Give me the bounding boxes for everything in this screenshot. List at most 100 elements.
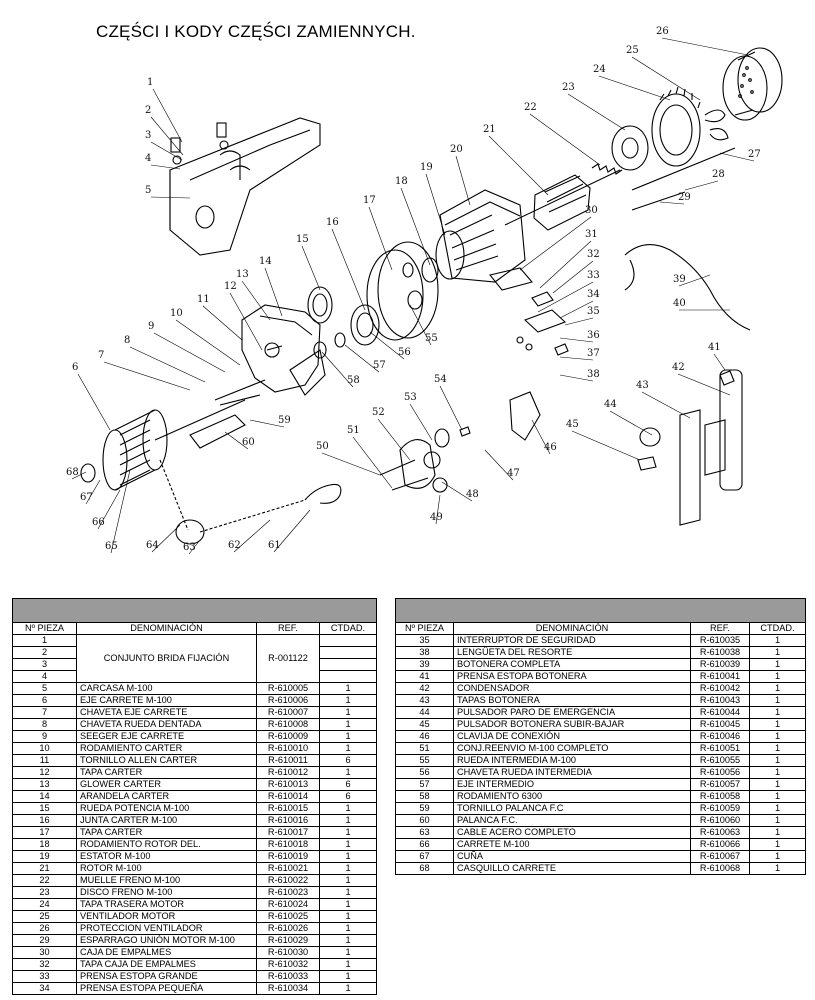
callout-leader-line	[129, 346, 206, 383]
callout-19: 19	[420, 162, 446, 236]
cell-name: ROTOR M-100	[76, 862, 257, 875]
callout-66: 66	[92, 489, 121, 530]
callout-leader-line	[188, 539, 201, 555]
cell-piece: 39	[395, 658, 454, 671]
col-header-ref: REF.	[256, 622, 320, 635]
cell-ref: R-610026	[256, 922, 320, 935]
cell-qty: 1	[749, 706, 806, 719]
callout-number: 13	[236, 269, 249, 280]
callout-number: 18	[395, 176, 408, 187]
callout-leader-line	[249, 419, 285, 428]
cell-qty: 1	[749, 646, 806, 659]
cell-piece: 9	[12, 730, 77, 743]
gear-parts	[307, 286, 380, 359]
page-title: CZĘŚCI I KODY CZĘŚCI ZAMIENNYCH.	[96, 22, 416, 41]
cell-qty: 1	[319, 898, 377, 911]
cell-qty: 1	[319, 934, 377, 947]
callout-number: 46	[544, 442, 557, 453]
table-header-band	[395, 598, 806, 623]
callout-leader-line	[71, 471, 87, 480]
cell-piece: 43	[395, 694, 454, 707]
callout-leader-line	[241, 280, 271, 321]
callout-leader-line	[559, 337, 594, 343]
cell-name: LENGÜETA DEL RESORTE	[453, 646, 691, 659]
cell-ref: R-610021	[256, 862, 320, 875]
callout-15: 15	[296, 234, 321, 291]
cell-piece: 59	[395, 802, 454, 815]
cell-ref: R-610022	[256, 874, 320, 887]
cell-name: TORNILLO PALANCA F.C	[453, 802, 691, 815]
cell-name: TAPA CARTER	[76, 826, 257, 839]
stator-part	[435, 189, 526, 283]
callout-57: 57	[344, 344, 386, 373]
callout-23: 23	[562, 82, 626, 131]
cell-ref: R-610008	[256, 718, 320, 731]
cell-ref: R-610045	[690, 718, 750, 731]
cell-name: CARCASA M-100	[76, 682, 257, 695]
cell-name: ESTATOR M-100	[76, 850, 257, 863]
callout-number: 44	[604, 399, 617, 410]
cell-name: CAJA DE EMPALMES	[76, 946, 257, 959]
cell-qty: 1	[749, 802, 806, 815]
cell-ref: R-610042	[690, 682, 750, 695]
callout-number: 29	[678, 192, 691, 203]
cell-qty: 1	[319, 742, 377, 755]
callout-leader-line	[529, 113, 601, 166]
cell-piece: 24	[12, 898, 77, 911]
callout-leader-line	[488, 135, 549, 196]
cell-piece: 45	[395, 718, 454, 731]
cell-piece: 67	[395, 850, 454, 863]
cell-name: RUEDA INTERMEDIA M-100	[453, 754, 691, 767]
cell-ref: R-610024	[256, 898, 320, 911]
cell-ref: R-610035	[690, 634, 750, 647]
callout-26: 26	[656, 26, 749, 56]
cell-ref: R-610034	[256, 982, 320, 995]
cell-piece: 33	[12, 970, 77, 983]
callout-number: 41	[708, 342, 721, 353]
col-header-qty: CTDAD.	[749, 622, 806, 635]
callout-leader-line	[659, 201, 685, 205]
cell-piece: 32	[12, 958, 77, 971]
callout-number: 23	[562, 82, 575, 93]
callout-number: 47	[507, 468, 520, 479]
cell-qty: 1	[319, 838, 377, 851]
cell-ref: R-610010	[256, 742, 320, 755]
callout-number: 30	[585, 205, 598, 216]
cell-ref: R-610059	[690, 802, 750, 815]
fan-parts	[651, 86, 729, 167]
cell-qty: 1	[749, 826, 806, 839]
pendant-control-parts	[624, 244, 751, 526]
callout-leader-line	[678, 274, 711, 287]
cell-name: TORNILLO ALLEN CARTER	[76, 754, 257, 767]
parts-table-left: Nº PIEZA DENOMINACIÓN REF. CTDAD. 1 CONJ…	[12, 598, 377, 995]
callout-number: 60	[242, 437, 255, 448]
callout-number: 7	[98, 350, 104, 361]
diagram-parts	[80, 47, 783, 545]
cell-name: ARANDELA CARTER	[76, 790, 257, 803]
callout-leader-line	[344, 344, 380, 373]
callout-number: 38	[587, 369, 600, 380]
callout-leader-line	[598, 75, 671, 101]
callout-18: 18	[395, 176, 431, 266]
cell-name: ESPARRAGO UNIÓN MOTOR M-100	[76, 934, 257, 947]
cell-ref: R-610066	[690, 838, 750, 851]
cell-qty: 1	[749, 862, 806, 875]
col-header-piece: Nº PIEZA	[12, 622, 77, 635]
callout-leader-line	[331, 228, 366, 311]
cell-piece: 16	[12, 814, 77, 827]
cell-name: CLAVIJA DE CONEXIÓN	[453, 730, 691, 743]
